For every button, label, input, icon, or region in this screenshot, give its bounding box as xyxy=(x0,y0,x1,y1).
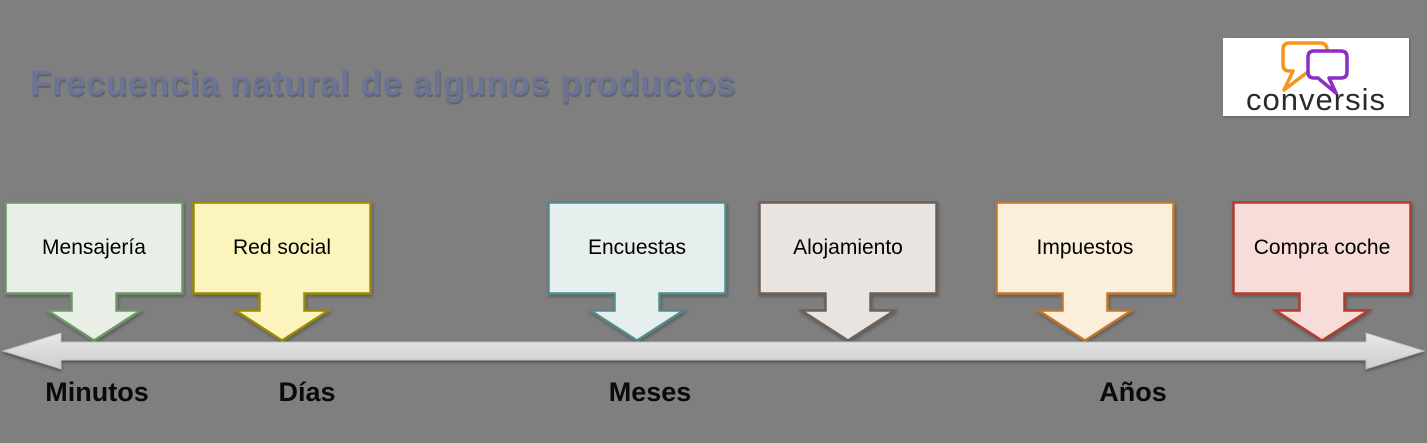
axis-label-dias: Días xyxy=(278,377,336,407)
down-arrow-callout-shape xyxy=(758,201,938,342)
callout-compra-coche: Compra coche xyxy=(1232,201,1412,343)
callout-label: Mensajería xyxy=(42,235,146,259)
logo-wordmark: conversis xyxy=(1246,82,1386,117)
callout-encuestas: Encuestas xyxy=(547,201,727,343)
callout-label: Compra coche xyxy=(1253,235,1391,259)
page-title: Frecuencia natural de algunos productos xyxy=(30,64,737,103)
axis-label-minutos: Minutos xyxy=(45,377,149,407)
down-arrow-callout-shape xyxy=(1232,201,1412,342)
callout-red-social: Red social xyxy=(192,201,372,343)
callout-alojamiento: Alojamiento xyxy=(758,201,938,343)
callout-mensajeria: Mensajería xyxy=(4,201,184,343)
double-arrow-icon xyxy=(1,332,1426,370)
conversis-logo: conversis xyxy=(1223,38,1409,116)
down-arrow-callout-shape xyxy=(547,201,727,342)
callout-label: Encuestas xyxy=(587,235,687,259)
axis-label-meses: Meses xyxy=(608,377,692,407)
speech-bubbles-icon xyxy=(1281,41,1349,95)
timeline-axis xyxy=(0,329,1427,375)
down-arrow-callout-shape xyxy=(4,201,184,342)
callout-impuestos: Impuestos xyxy=(995,201,1175,343)
axis-label-anos: Años xyxy=(1099,377,1167,407)
callout-label: Impuestos xyxy=(1036,235,1134,259)
down-arrow-callout-shape xyxy=(995,201,1175,342)
callout-label: Alojamiento xyxy=(793,235,903,259)
callout-label: Red social xyxy=(232,235,332,259)
down-arrow-callout-shape xyxy=(192,201,372,342)
